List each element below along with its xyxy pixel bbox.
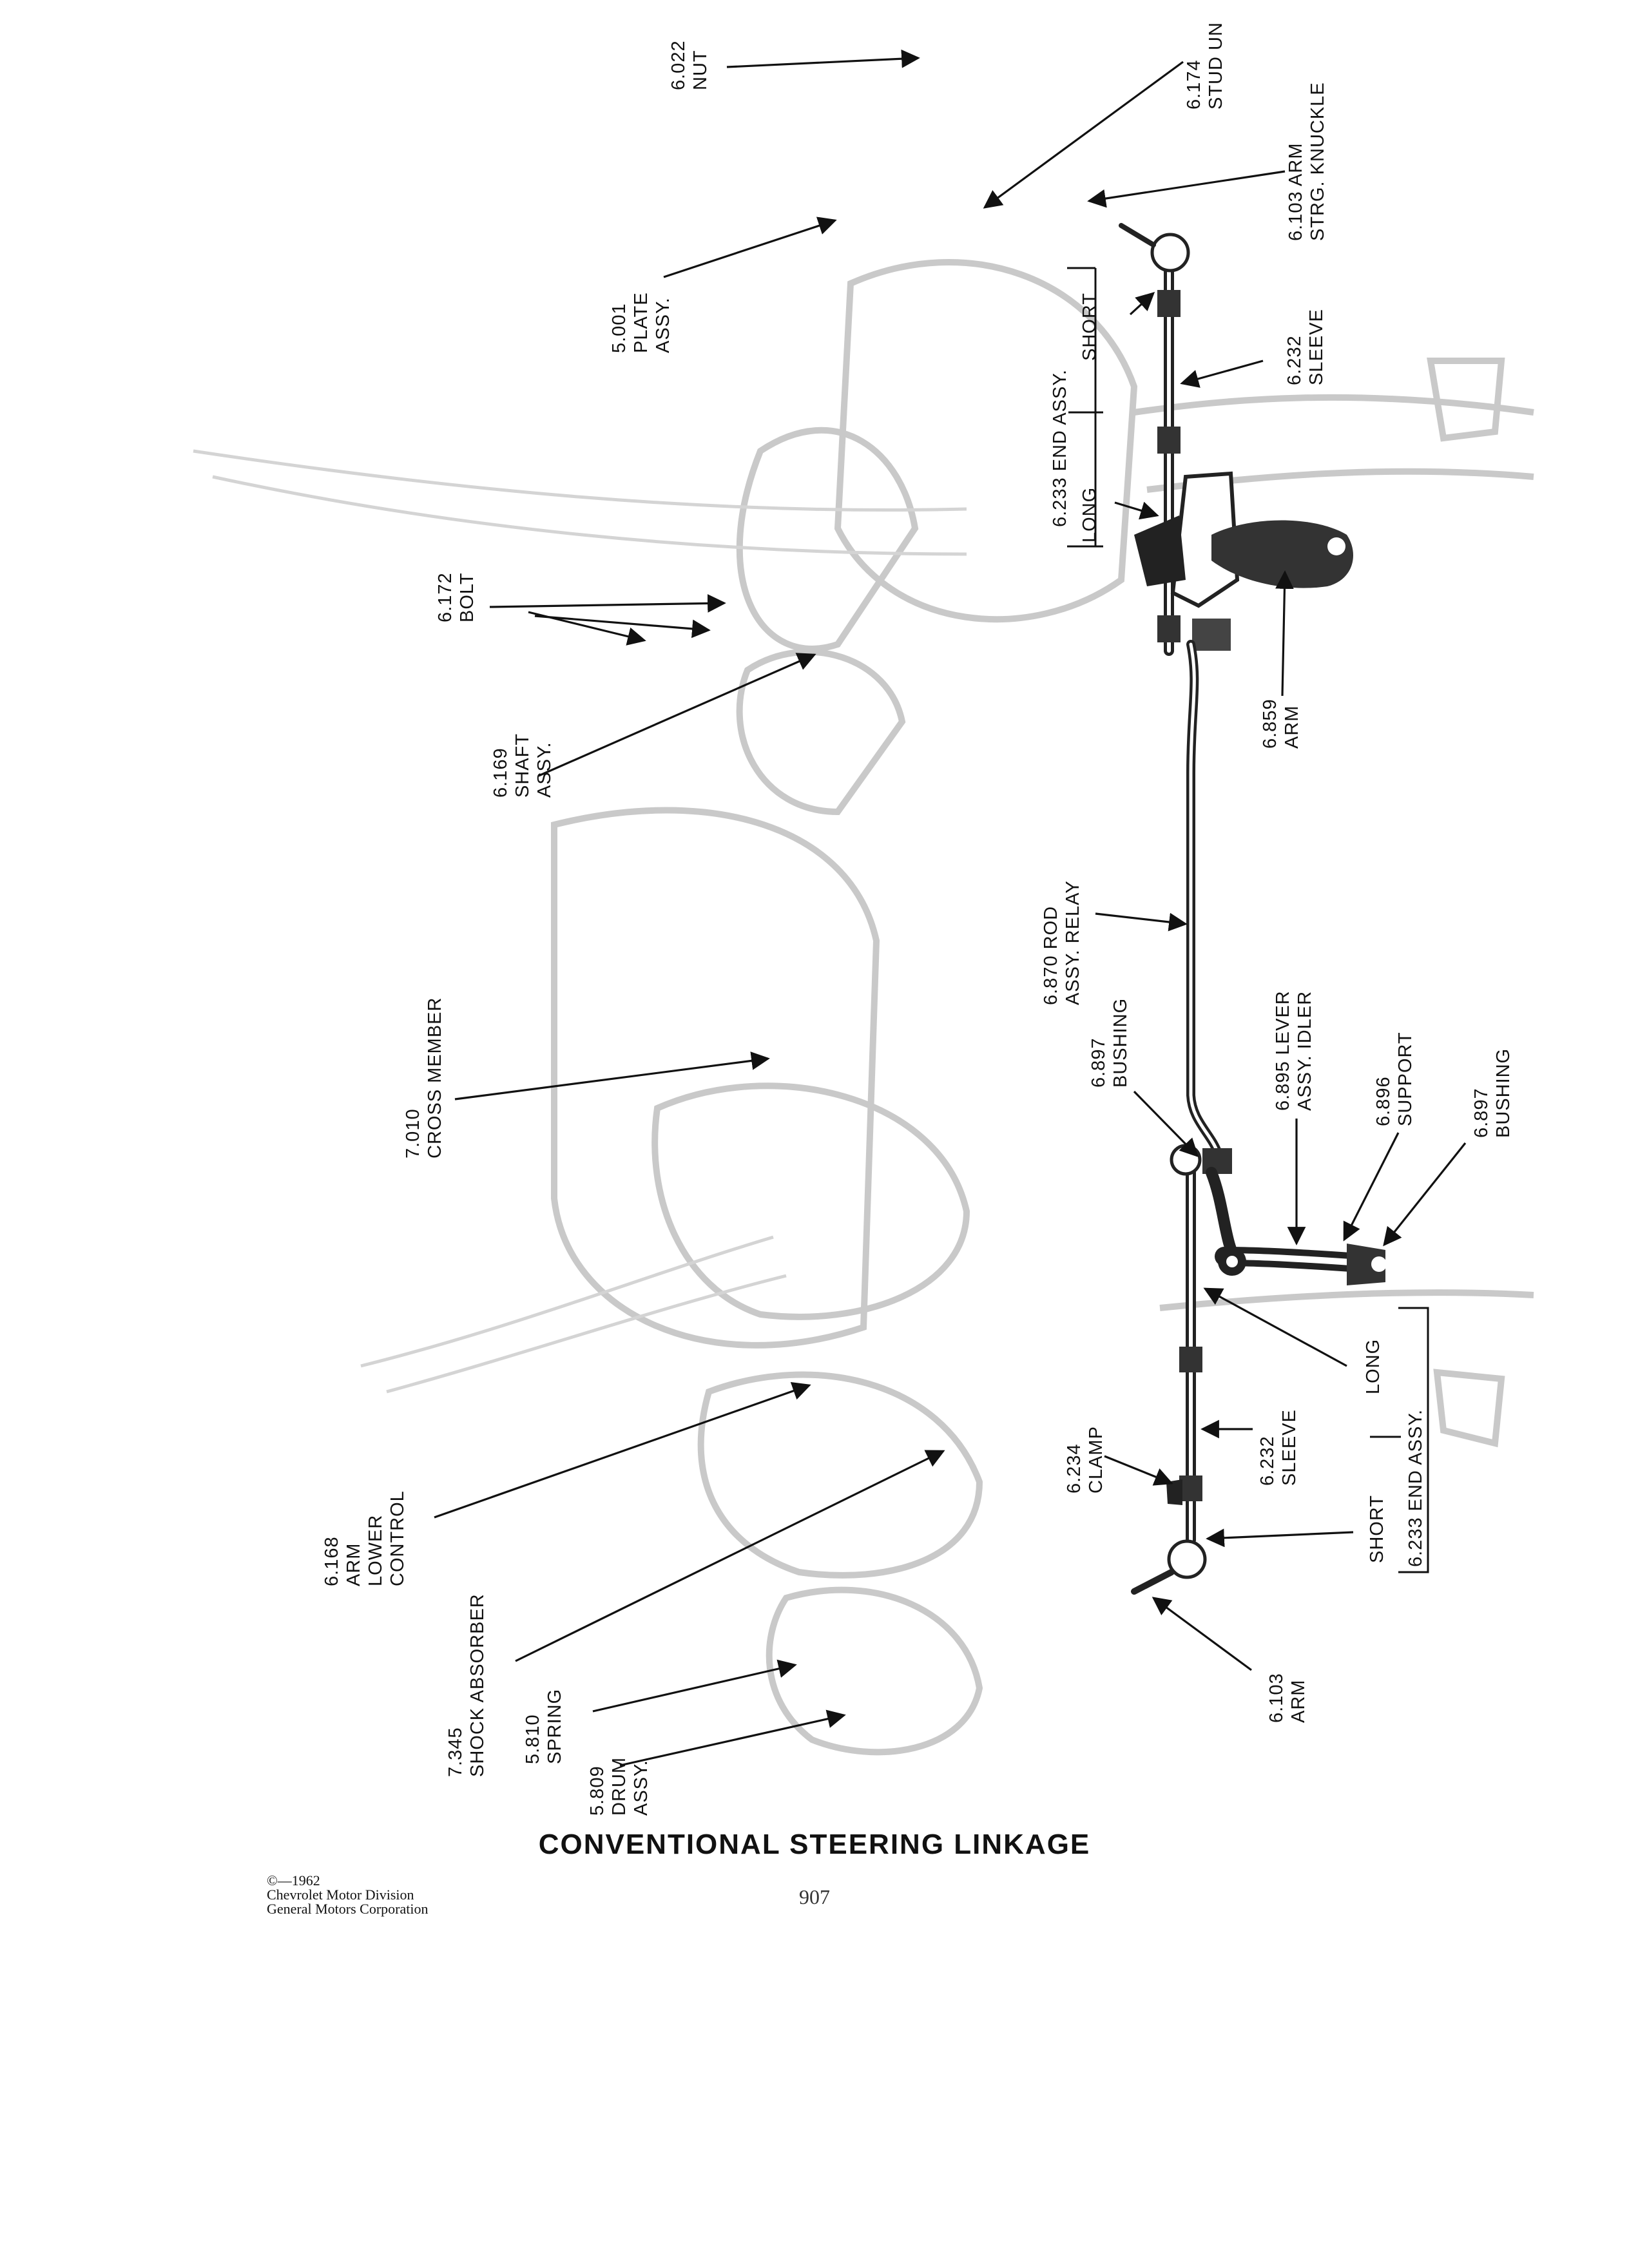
arm-knuckle-line2: STRG. KNUCKLE	[1307, 82, 1328, 241]
label-sleeve-top: 6.232 SLEEVE	[1284, 309, 1327, 385]
label-lower-arm: 6.168 ARM LOWER CONTROL	[322, 1490, 408, 1586]
label-bushing-left: 6.897 BUSHING	[1088, 998, 1131, 1088]
label-drum: 5.809 DRUM ASSY.	[587, 1751, 651, 1816]
label-clamp: 6.234 CLAMP	[1064, 1426, 1106, 1494]
copyright-division: Chevrolet Motor Division	[267, 1887, 414, 1903]
end-assy-brackets	[1067, 267, 1429, 1573]
label-long-top: LONG	[1079, 487, 1100, 543]
label-idler-lever: 6.895 LEVER ASSY. IDLER	[1273, 985, 1315, 1111]
copyright-notice: ©—1962 Chevrolet Motor Division General …	[267, 1874, 429, 1916]
label-short-top: SHORT	[1079, 293, 1100, 361]
label-sleeve-bottom: 6.232 SLEEVE	[1257, 1409, 1300, 1486]
label-spring: 5.810 SPRING	[523, 1689, 565, 1764]
chassis-background	[193, 258, 1534, 1756]
label-arm-859: 6.859 ARM	[1260, 693, 1302, 749]
arm-knuckle-line1: 6.103 ARM	[1286, 143, 1306, 241]
copyright-year: ©—1962	[267, 1872, 320, 1888]
label-support: 6.896 SUPPORT	[1373, 1032, 1416, 1126]
label-bushing-right: 6.897 BUSHING	[1471, 1048, 1514, 1138]
label-plate: 5.001 PLATE ASSY.	[609, 286, 673, 353]
part-labels: 6.022 NUT 6.174 STUD UN 6.103 ARM STRG. …	[322, 22, 1514, 1816]
label-arm-bottom: 6.103 ARM	[1266, 1667, 1309, 1723]
label-nut: 6.022 NUT	[668, 34, 711, 90]
nut-number: 6.022	[668, 40, 689, 90]
label-stud: 6.174 STUD UN	[1184, 22, 1226, 110]
label-end-assy-top: 6.233 END ASSY.	[1050, 369, 1070, 527]
plate-line3: ASSY.	[653, 297, 673, 353]
label-bolt: 6.172 BOLT	[435, 566, 477, 622]
nut-name: NUT	[690, 50, 711, 90]
plate-line2: PLATE	[631, 292, 651, 353]
page-number: 907	[799, 1885, 830, 1908]
label-short-bottom: SHORT	[1367, 1495, 1387, 1563]
label-arm-knuckle: 6.103 ARM STRG. KNUCKLE	[1286, 82, 1328, 241]
label-shaft: 6.169 SHAFT ASSY.	[490, 727, 555, 798]
label-cross-member: 7.010 CROSS MEMBER	[403, 997, 445, 1158]
label-relay-rod: 6.870 ROD ASSY. RELAY	[1041, 880, 1083, 1005]
stud-number: 6.174	[1184, 59, 1204, 110]
copyright-corporation: General Motors Corporation	[267, 1901, 429, 1917]
label-long-bottom: LONG	[1363, 1339, 1383, 1394]
label-end-assy-bottom: 6.233 END ASSY.	[1405, 1409, 1426, 1567]
stud-name: STUD UN	[1206, 22, 1226, 110]
leader-lines	[434, 49, 1467, 1767]
figure-title: CONVENTIONAL STEERING LINKAGE	[538, 1829, 1091, 1860]
label-shock: 7.345 SHOCK ABSORBER	[445, 1593, 488, 1777]
plate-number: 5.001	[609, 303, 630, 353]
steering-linkage-parts	[1119, 223, 1387, 1595]
